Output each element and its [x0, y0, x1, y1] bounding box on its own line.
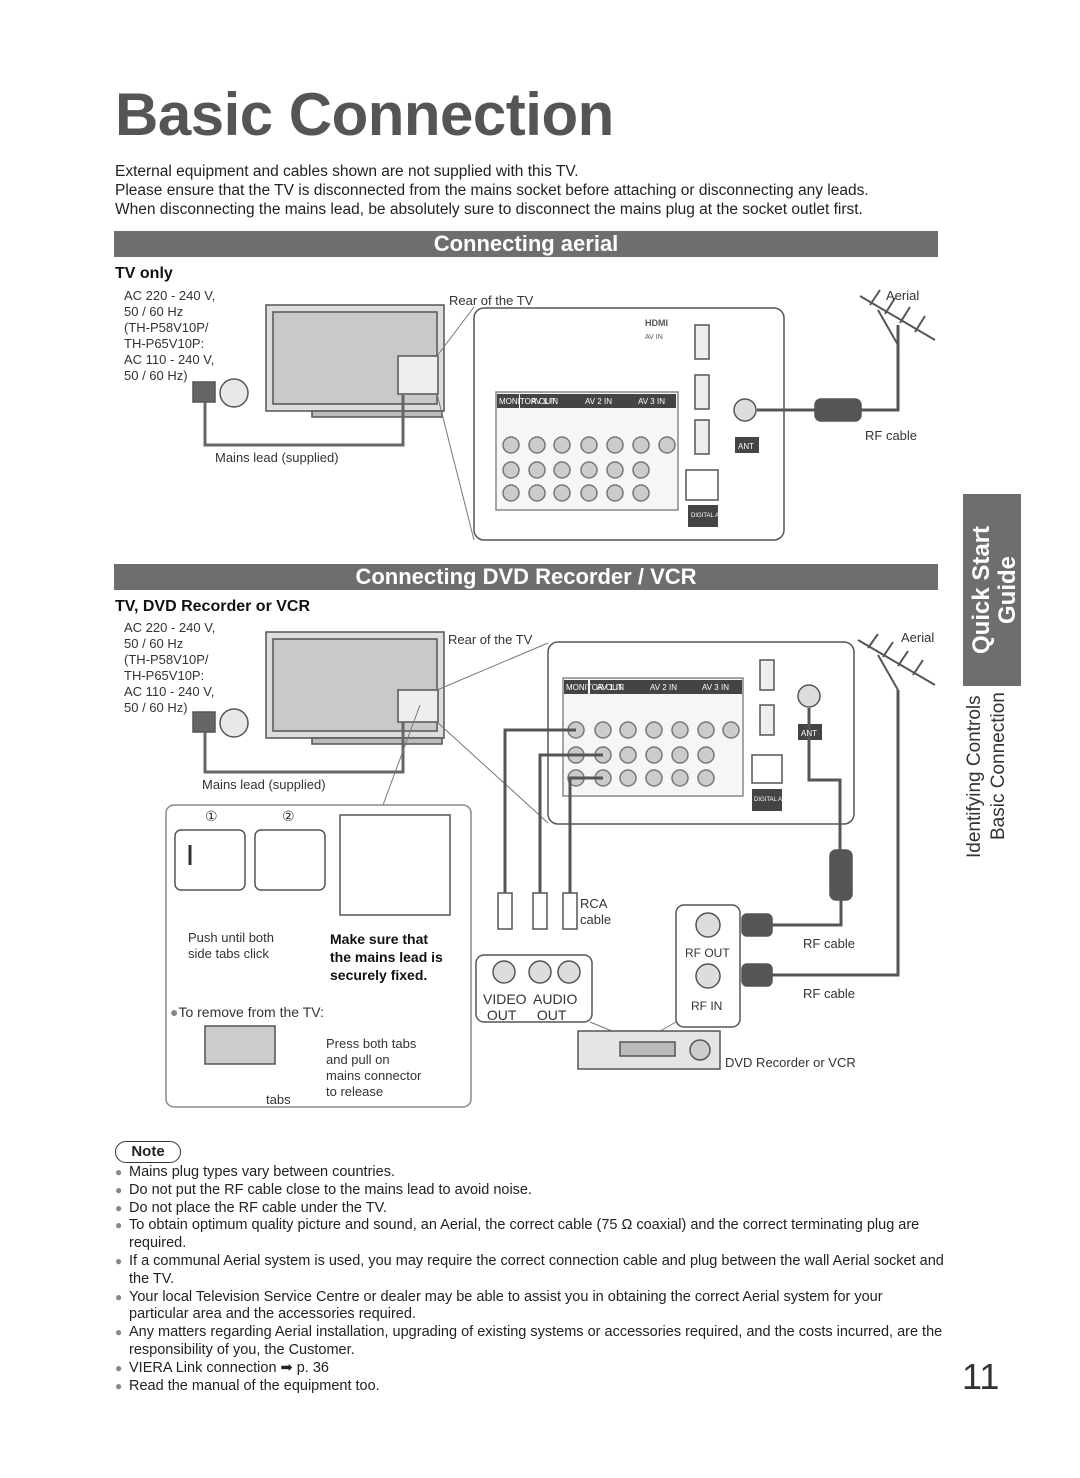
quick-start-label: Quick Start: [968, 525, 995, 654]
make-sure-text: Make sure that the mains lead is securel…: [330, 931, 443, 983]
ant-label-2: ANT: [801, 729, 817, 738]
identifying-label: Identifying Controls: [964, 695, 985, 858]
power-spec: AC 220 - 240 V, 50 / 60 Hz (TH-P58V10P/ …: [124, 288, 216, 383]
page-number: 11: [962, 1356, 1000, 1397]
rf-in-label: RF IN: [691, 999, 723, 1013]
basic-connection-label: Basic Connection: [988, 692, 1009, 840]
note-item: Any matters regarding Aerial installatio…: [115, 1324, 945, 1360]
section-heading-dvd: Connecting DVD Recorder / VCR: [114, 564, 938, 590]
note-item: Mains plug types vary between countries.: [115, 1164, 945, 1182]
rf-cable-label-1: RF cable: [865, 428, 918, 443]
aerial-icon: [859, 289, 936, 346]
intro-line-2: Please ensure that the TV is disconnecte…: [115, 182, 869, 199]
intro-line-3: When disconnecting the mains lead, be ab…: [115, 201, 863, 218]
audio-out-label: AUDIO OUT: [533, 991, 578, 1023]
monitor-out-label-2: MONITOR OUT: [566, 683, 623, 692]
step-2-marker: ②: [282, 808, 295, 824]
video-out-label: VIDEO OUT: [483, 991, 527, 1023]
note-item: If a communal Aerial system is used, you…: [115, 1253, 945, 1289]
remove-text-row: ●To remove from the TV:: [170, 1004, 324, 1020]
aerial-label-1: Aerial: [886, 288, 920, 303]
note-item: Do not place the RF cable under the TV.: [115, 1200, 945, 1218]
av2-label-2: AV 2 IN: [650, 683, 677, 692]
ant-label: ANT: [738, 442, 754, 451]
ant-socket-icon: [733, 398, 757, 422]
av3-label: AV 3 IN: [638, 397, 665, 406]
power-spec-2: AC 220 - 240 V, 50 / 60 Hz (TH-P58V10P/ …: [124, 620, 216, 715]
subheading-tv-only: TV only: [115, 265, 173, 282]
digital-audio-out-label: DIGITAL AUDIO OUT: [691, 513, 749, 519]
av3-label-2: AV 3 IN: [702, 683, 729, 692]
subheading-dvd: TV, DVD Recorder or VCR: [115, 598, 311, 615]
hdmi-label: HDMI: [645, 318, 668, 328]
mains-lead-label-1: Mains lead (supplied): [215, 450, 339, 465]
rf-cable-label-3: RF cable: [803, 986, 856, 1001]
av2-label: AV 2 IN: [585, 397, 612, 406]
guide-label: Guide: [994, 555, 1021, 624]
mains-lead-label-2: Mains lead (supplied): [202, 777, 326, 792]
note-item: Do not put the RF cable close to the mai…: [115, 1182, 945, 1200]
press-text: Press both tabs and pull on mains connec…: [326, 1036, 422, 1099]
wall-socket-icon: [219, 378, 249, 408]
note-item: To obtain optimum quality picture and so…: [115, 1217, 945, 1253]
rf-cable-label-2: RF cable: [803, 936, 856, 951]
note-item: VIERA Link connection ➡ p. 36: [115, 1360, 945, 1378]
tabs-label: tabs: [266, 1092, 291, 1107]
bullet-icon: ●: [170, 1004, 179, 1020]
rear-label-1: Rear of the TV: [449, 293, 534, 308]
section-heading-aerial: Connecting aerial: [114, 231, 938, 257]
note-list: Mains plug types vary between countries.…: [115, 1164, 945, 1395]
monitor-out-label: MONITOR OUT: [499, 397, 556, 406]
aerial-label-2: Aerial: [901, 630, 935, 645]
dvd-label: DVD Recorder or VCR: [725, 1055, 856, 1070]
rear-label-2: Rear of the TV: [448, 632, 533, 647]
remove-text: To remove from the TV:: [178, 1004, 324, 1020]
side-tab: Quick Start Guide: [963, 494, 1021, 686]
page-title: Basic Connection: [115, 81, 614, 148]
av1-label-2: AV 1 IN: [597, 683, 624, 692]
av1-label: AV 1 IN: [531, 397, 558, 406]
push-text: Push until both side tabs click: [188, 930, 275, 961]
note-badge: Note: [115, 1141, 181, 1163]
rca-label: RCA cable: [580, 896, 612, 927]
note-item: Read the manual of the equipment too.: [115, 1378, 945, 1396]
note-item: Your local Television Service Centre or …: [115, 1289, 945, 1325]
digital-audio-out-label-2: DIGITAL AUDIO OUT: [754, 797, 812, 803]
intro-line-1: External equipment and cables shown are …: [115, 163, 579, 180]
av-in-label: AV IN: [645, 334, 663, 341]
rf-plug-icon: [814, 398, 862, 422]
mains-plug-icon: [192, 381, 216, 403]
step-1-marker: ①: [205, 808, 218, 824]
inset-box: [165, 804, 472, 1108]
rf-out-label: RF OUT: [685, 946, 730, 960]
